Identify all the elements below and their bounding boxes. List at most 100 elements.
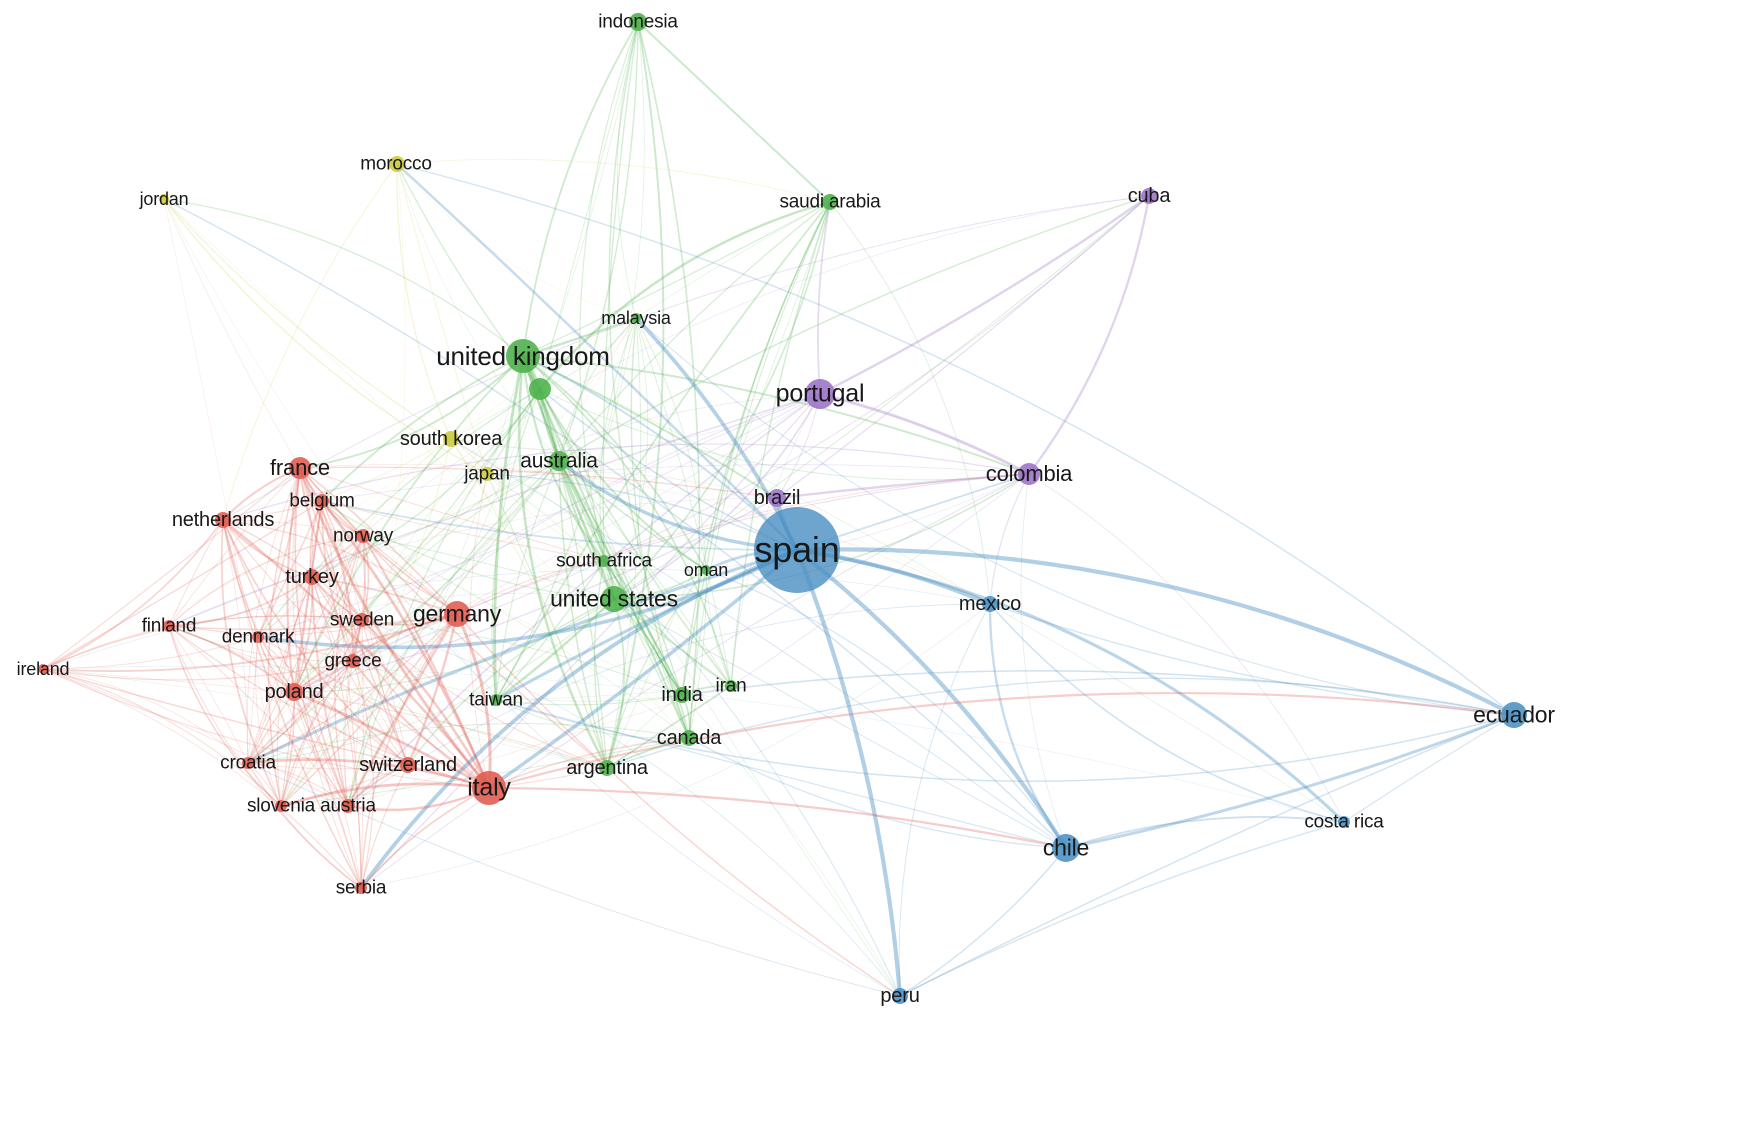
network-node-argentina[interactable] bbox=[599, 760, 615, 776]
network-node-label: ireland bbox=[16, 659, 70, 679]
network-edge bbox=[222, 519, 295, 693]
network-edge bbox=[311, 576, 608, 769]
network-node-taiwan[interactable] bbox=[490, 694, 502, 706]
network-edge bbox=[361, 460, 560, 621]
network-node-greece[interactable] bbox=[346, 654, 360, 668]
network-node-label: brazil bbox=[753, 487, 801, 509]
network-edge bbox=[247, 460, 560, 764]
network-node-colombia[interactable] bbox=[1018, 463, 1040, 485]
network-edge bbox=[257, 636, 490, 789]
network-edge bbox=[344, 660, 354, 807]
network-node-saudi-arabia[interactable] bbox=[822, 194, 838, 210]
network-node-france[interactable] bbox=[289, 457, 311, 479]
network-edge bbox=[486, 473, 605, 562]
network-node-portugal[interactable] bbox=[805, 379, 835, 409]
network-edge bbox=[293, 535, 364, 693]
network-edge bbox=[522, 355, 1345, 823]
network-node-jordan[interactable] bbox=[159, 194, 169, 204]
network-node-switzerland[interactable] bbox=[400, 757, 416, 773]
network-edge bbox=[321, 500, 798, 551]
network-edge bbox=[558, 460, 608, 769]
network-node-costa-rica[interactable] bbox=[1338, 816, 1350, 828]
network-edge bbox=[293, 576, 314, 693]
network-node-south-africa[interactable] bbox=[598, 555, 610, 567]
network-edge bbox=[688, 737, 1067, 849]
network-node-iran[interactable] bbox=[725, 680, 737, 692]
network-node-norway[interactable] bbox=[356, 529, 370, 543]
network-node-brazil[interactable] bbox=[768, 489, 786, 507]
network-edge bbox=[311, 460, 560, 578]
network-edge bbox=[616, 21, 639, 319]
network-edge bbox=[362, 535, 409, 766]
network-node-sweden[interactable] bbox=[355, 613, 369, 627]
network-edge bbox=[163, 198, 488, 475]
network-edge bbox=[222, 519, 349, 807]
network-edge bbox=[257, 613, 458, 638]
network-node-oman[interactable] bbox=[701, 565, 711, 575]
network-node-poland[interactable] bbox=[285, 683, 303, 701]
network-edge bbox=[539, 388, 615, 600]
network-node-mexico[interactable] bbox=[982, 596, 998, 612]
network-edge bbox=[487, 786, 1068, 850]
network-node-spain[interactable] bbox=[754, 507, 840, 593]
network-edge bbox=[42, 625, 170, 670]
network-node-india[interactable] bbox=[674, 687, 690, 703]
network-edge bbox=[360, 393, 821, 889]
network-node-germany[interactable] bbox=[444, 601, 470, 627]
network-node-serbia[interactable] bbox=[355, 882, 367, 894]
network-edge bbox=[280, 500, 323, 807]
network-node-denmark[interactable] bbox=[252, 631, 264, 643]
network-node-italy[interactable] bbox=[472, 771, 506, 805]
network-edge bbox=[493, 354, 525, 702]
network-edge bbox=[1020, 473, 1067, 849]
network-edge bbox=[558, 195, 1150, 462]
network-edge bbox=[361, 534, 491, 790]
network-edge bbox=[494, 548, 799, 702]
network-node-label: cuba bbox=[1127, 185, 1171, 207]
network-node-belgium[interactable] bbox=[315, 494, 329, 508]
network-edge bbox=[486, 473, 608, 769]
network-node-peru[interactable] bbox=[892, 988, 908, 1004]
network-edge bbox=[168, 625, 249, 764]
network-edge bbox=[280, 805, 362, 889]
network-edge bbox=[522, 355, 732, 687]
network-edge bbox=[279, 782, 491, 808]
network-node-united-states[interactable] bbox=[601, 586, 627, 612]
network-edge bbox=[247, 762, 349, 807]
network-edge bbox=[293, 473, 1030, 693]
network-node-slovenia[interactable] bbox=[275, 800, 287, 812]
network-edge bbox=[522, 355, 778, 499]
network-edge bbox=[352, 660, 683, 702]
network-node-croatia[interactable] bbox=[242, 757, 254, 769]
network-node-united-kingdom[interactable] bbox=[506, 339, 540, 373]
network-node-canada[interactable] bbox=[681, 730, 697, 746]
network-node-indonesia[interactable] bbox=[629, 13, 647, 31]
network-node-morocco[interactable] bbox=[389, 156, 405, 172]
network-node-unlabeled[interactable] bbox=[529, 378, 551, 400]
network-edge bbox=[705, 569, 1067, 849]
network-edge bbox=[257, 619, 363, 638]
network-node-ecuador[interactable] bbox=[1501, 702, 1527, 728]
network-edge bbox=[705, 201, 831, 571]
network-node-south-korea[interactable] bbox=[443, 431, 459, 447]
network-node-ireland[interactable] bbox=[38, 664, 48, 674]
network-node-australia[interactable] bbox=[549, 451, 569, 471]
network-node-cuba[interactable] bbox=[1141, 188, 1157, 204]
network-node-japan[interactable] bbox=[480, 467, 494, 481]
network-node-label: belgium bbox=[289, 490, 355, 512]
network-node-label: canada bbox=[656, 727, 722, 749]
network-node-finland[interactable] bbox=[163, 620, 175, 632]
network-node-malaysia[interactable] bbox=[631, 313, 641, 323]
network-edge bbox=[361, 619, 683, 696]
network-node-austria[interactable] bbox=[341, 799, 355, 813]
network-node-turkey[interactable] bbox=[304, 569, 320, 585]
network-edge bbox=[603, 560, 683, 696]
network-edge bbox=[705, 569, 732, 687]
network-edge bbox=[487, 691, 1516, 790]
network-edge bbox=[168, 535, 364, 627]
network-node-chile[interactable] bbox=[1052, 834, 1080, 862]
network-edge bbox=[247, 576, 313, 764]
network-node-netherlands[interactable] bbox=[215, 512, 231, 528]
network-edge bbox=[361, 393, 821, 621]
